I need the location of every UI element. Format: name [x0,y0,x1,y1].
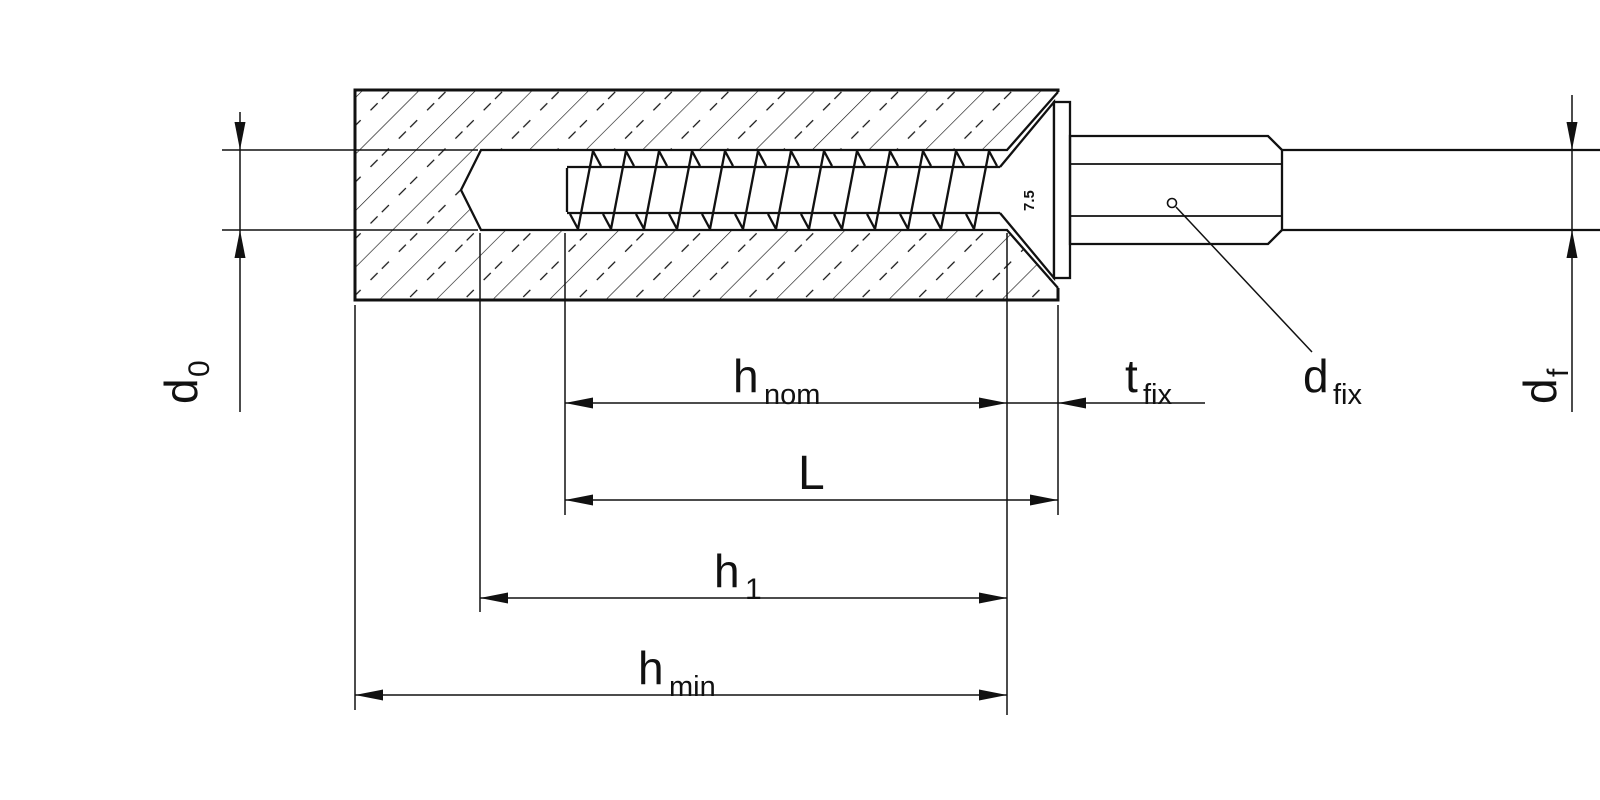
label-d0-main: d [155,378,207,404]
label-hmin: h min [638,642,716,703]
dimension-labels: d 0 h nom t fix d fix d f L h 1 h min [155,350,1575,703]
arrow-h1-left [480,592,508,604]
label-h1-sub: 1 [745,573,762,606]
d0-extension-lines [222,149,478,231]
label-tfix-main: t [1125,350,1138,402]
label-L-main: L [798,447,825,500]
label-dfix: d fix [1303,350,1363,411]
label-df-sub: f [1542,368,1575,377]
dimension-lines [234,95,1578,701]
d-fix-reference-point [1166,197,1178,209]
label-hnom-sub: nom [764,379,820,411]
screw-thread [568,150,999,230]
head-marking-text: 7.5 [1021,190,1038,211]
arrow-hnom-right [979,397,1007,409]
drill-hole-outline [459,91,1059,289]
arrow-h1-right [979,592,1007,604]
arrow-tfix [1058,397,1086,409]
label-hnom: h nom [733,350,820,411]
label-hnom-main: h [733,350,759,402]
label-df-main: d [1514,378,1566,404]
label-hmin-sub: min [669,671,716,703]
arrow-df-top [1566,122,1578,150]
screw-head-marking: 7.5 [1021,190,1038,211]
arrow-hnom-left [565,397,593,409]
arrow-L-right [1030,494,1058,506]
arrow-d0-bottom [234,230,246,258]
arrow-df-bottom [1566,230,1578,258]
label-d0-sub: 0 [183,360,216,377]
arrow-hmin-left [355,689,383,701]
rod-lines [1282,148,1600,232]
screw-core [565,165,1000,215]
hex-body-outline [1068,134,1284,246]
arrow-hmin-right [979,689,1007,701]
concrete-screw: 7.5 [565,98,1072,282]
base-material-outline [353,88,1060,302]
label-hmin-main: h [638,642,664,694]
label-dfix-sub: fix [1333,379,1363,411]
hex-drive-body [1068,134,1600,353]
hex-face-edges [1070,163,1282,217]
label-L: L [798,447,825,500]
drill-hole-cavity [461,92,1058,288]
screw-head-cone [1000,102,1054,278]
base-material-section [353,88,1060,302]
d-fix-leader-line [1175,206,1313,353]
label-df: d f [1514,368,1575,404]
label-tfix-sub: fix [1143,379,1173,411]
arrow-d0-top [234,122,246,150]
screw-head-washer [1052,100,1072,280]
label-h1: h 1 [714,545,762,606]
label-d0: d 0 [155,360,216,404]
label-dfix-main: d [1303,350,1329,402]
label-h1-main: h [714,545,740,597]
extension-lines [222,149,1059,715]
arrow-L-left [565,494,593,506]
label-tfix: t fix [1125,350,1173,411]
